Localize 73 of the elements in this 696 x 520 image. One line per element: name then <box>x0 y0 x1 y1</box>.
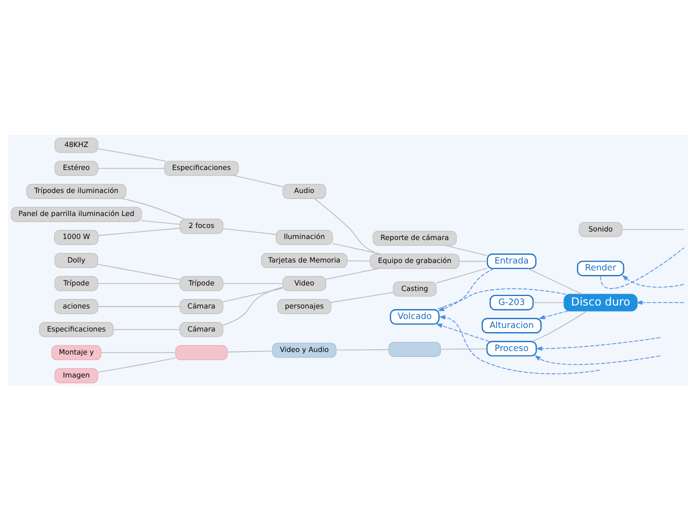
connector <box>325 268 380 280</box>
connector <box>222 287 284 302</box>
node-box: Reporte de cámara <box>372 230 457 246</box>
node-box: Estéreo <box>54 160 98 176</box>
node-box: Cámara <box>180 322 224 337</box>
node-box: Volcado <box>390 308 440 324</box>
node-box <box>388 341 441 356</box>
node-box: Casting <box>392 281 437 296</box>
arrow <box>536 336 661 350</box>
connector <box>222 282 284 284</box>
connector <box>600 246 684 288</box>
connector <box>97 282 180 284</box>
node-box: Montaje y <box>51 344 102 360</box>
connector <box>622 228 684 230</box>
node-box: Audio <box>282 183 326 198</box>
connector <box>332 242 382 254</box>
arrow <box>436 323 490 342</box>
connector <box>233 174 284 187</box>
connector <box>532 310 588 342</box>
connector <box>458 260 488 262</box>
node-box: Equipo de grabación <box>370 253 460 268</box>
node-box <box>175 344 228 360</box>
connector <box>314 198 379 254</box>
connector <box>336 348 390 350</box>
node-box: Disco duro <box>564 293 638 311</box>
connector <box>98 263 180 280</box>
connector <box>436 267 488 283</box>
node-box: 2 focos <box>180 218 224 234</box>
connector <box>98 356 176 372</box>
arrow <box>534 354 660 364</box>
node-box: 1000 W <box>54 229 99 245</box>
node-box: Especificaciones <box>164 160 239 176</box>
node-box: Video y Audio <box>272 342 336 358</box>
connector <box>527 268 583 294</box>
node-box: personajes <box>277 298 332 314</box>
node-box: Tarjetas de Memoria <box>261 252 348 268</box>
connector <box>122 198 185 220</box>
arrow <box>438 268 494 311</box>
connector <box>347 260 370 261</box>
connector <box>113 328 180 330</box>
arrow <box>622 274 684 288</box>
node-box: Trípodes de iluminación <box>26 183 126 198</box>
connector <box>222 228 277 234</box>
connector <box>222 286 284 325</box>
arrow <box>636 300 684 304</box>
connector <box>141 220 180 224</box>
connector <box>97 167 165 168</box>
node-box: G-203 <box>490 294 534 310</box>
arrow <box>538 310 568 319</box>
node-box: Cámara <box>180 298 224 314</box>
node-box: Render <box>576 260 624 276</box>
arrow <box>438 314 600 374</box>
node-box: aciones <box>54 298 98 314</box>
node-box: Trípode <box>54 275 98 291</box>
connector <box>227 350 273 352</box>
node-box: Panel de parrilla iluminación Led <box>10 206 142 222</box>
node-box: Imagen <box>54 368 98 383</box>
node-box: Proceso <box>486 340 537 356</box>
node-box: Especificaciones <box>39 322 114 337</box>
node-box: Alturacion <box>482 317 542 333</box>
node-box: 48KHZ <box>54 137 98 152</box>
node-box: Dolly <box>54 252 98 268</box>
node-box: Entrada <box>486 253 536 269</box>
connector <box>98 227 180 236</box>
connector <box>440 348 488 350</box>
connector <box>330 292 394 302</box>
node-box: Iluminación <box>276 229 333 245</box>
node-box: Sonido <box>578 221 622 237</box>
connector <box>444 244 488 256</box>
connector <box>100 352 176 353</box>
node-box: Trípode <box>180 275 224 291</box>
connector <box>98 148 166 162</box>
node-box: Video <box>282 275 326 291</box>
